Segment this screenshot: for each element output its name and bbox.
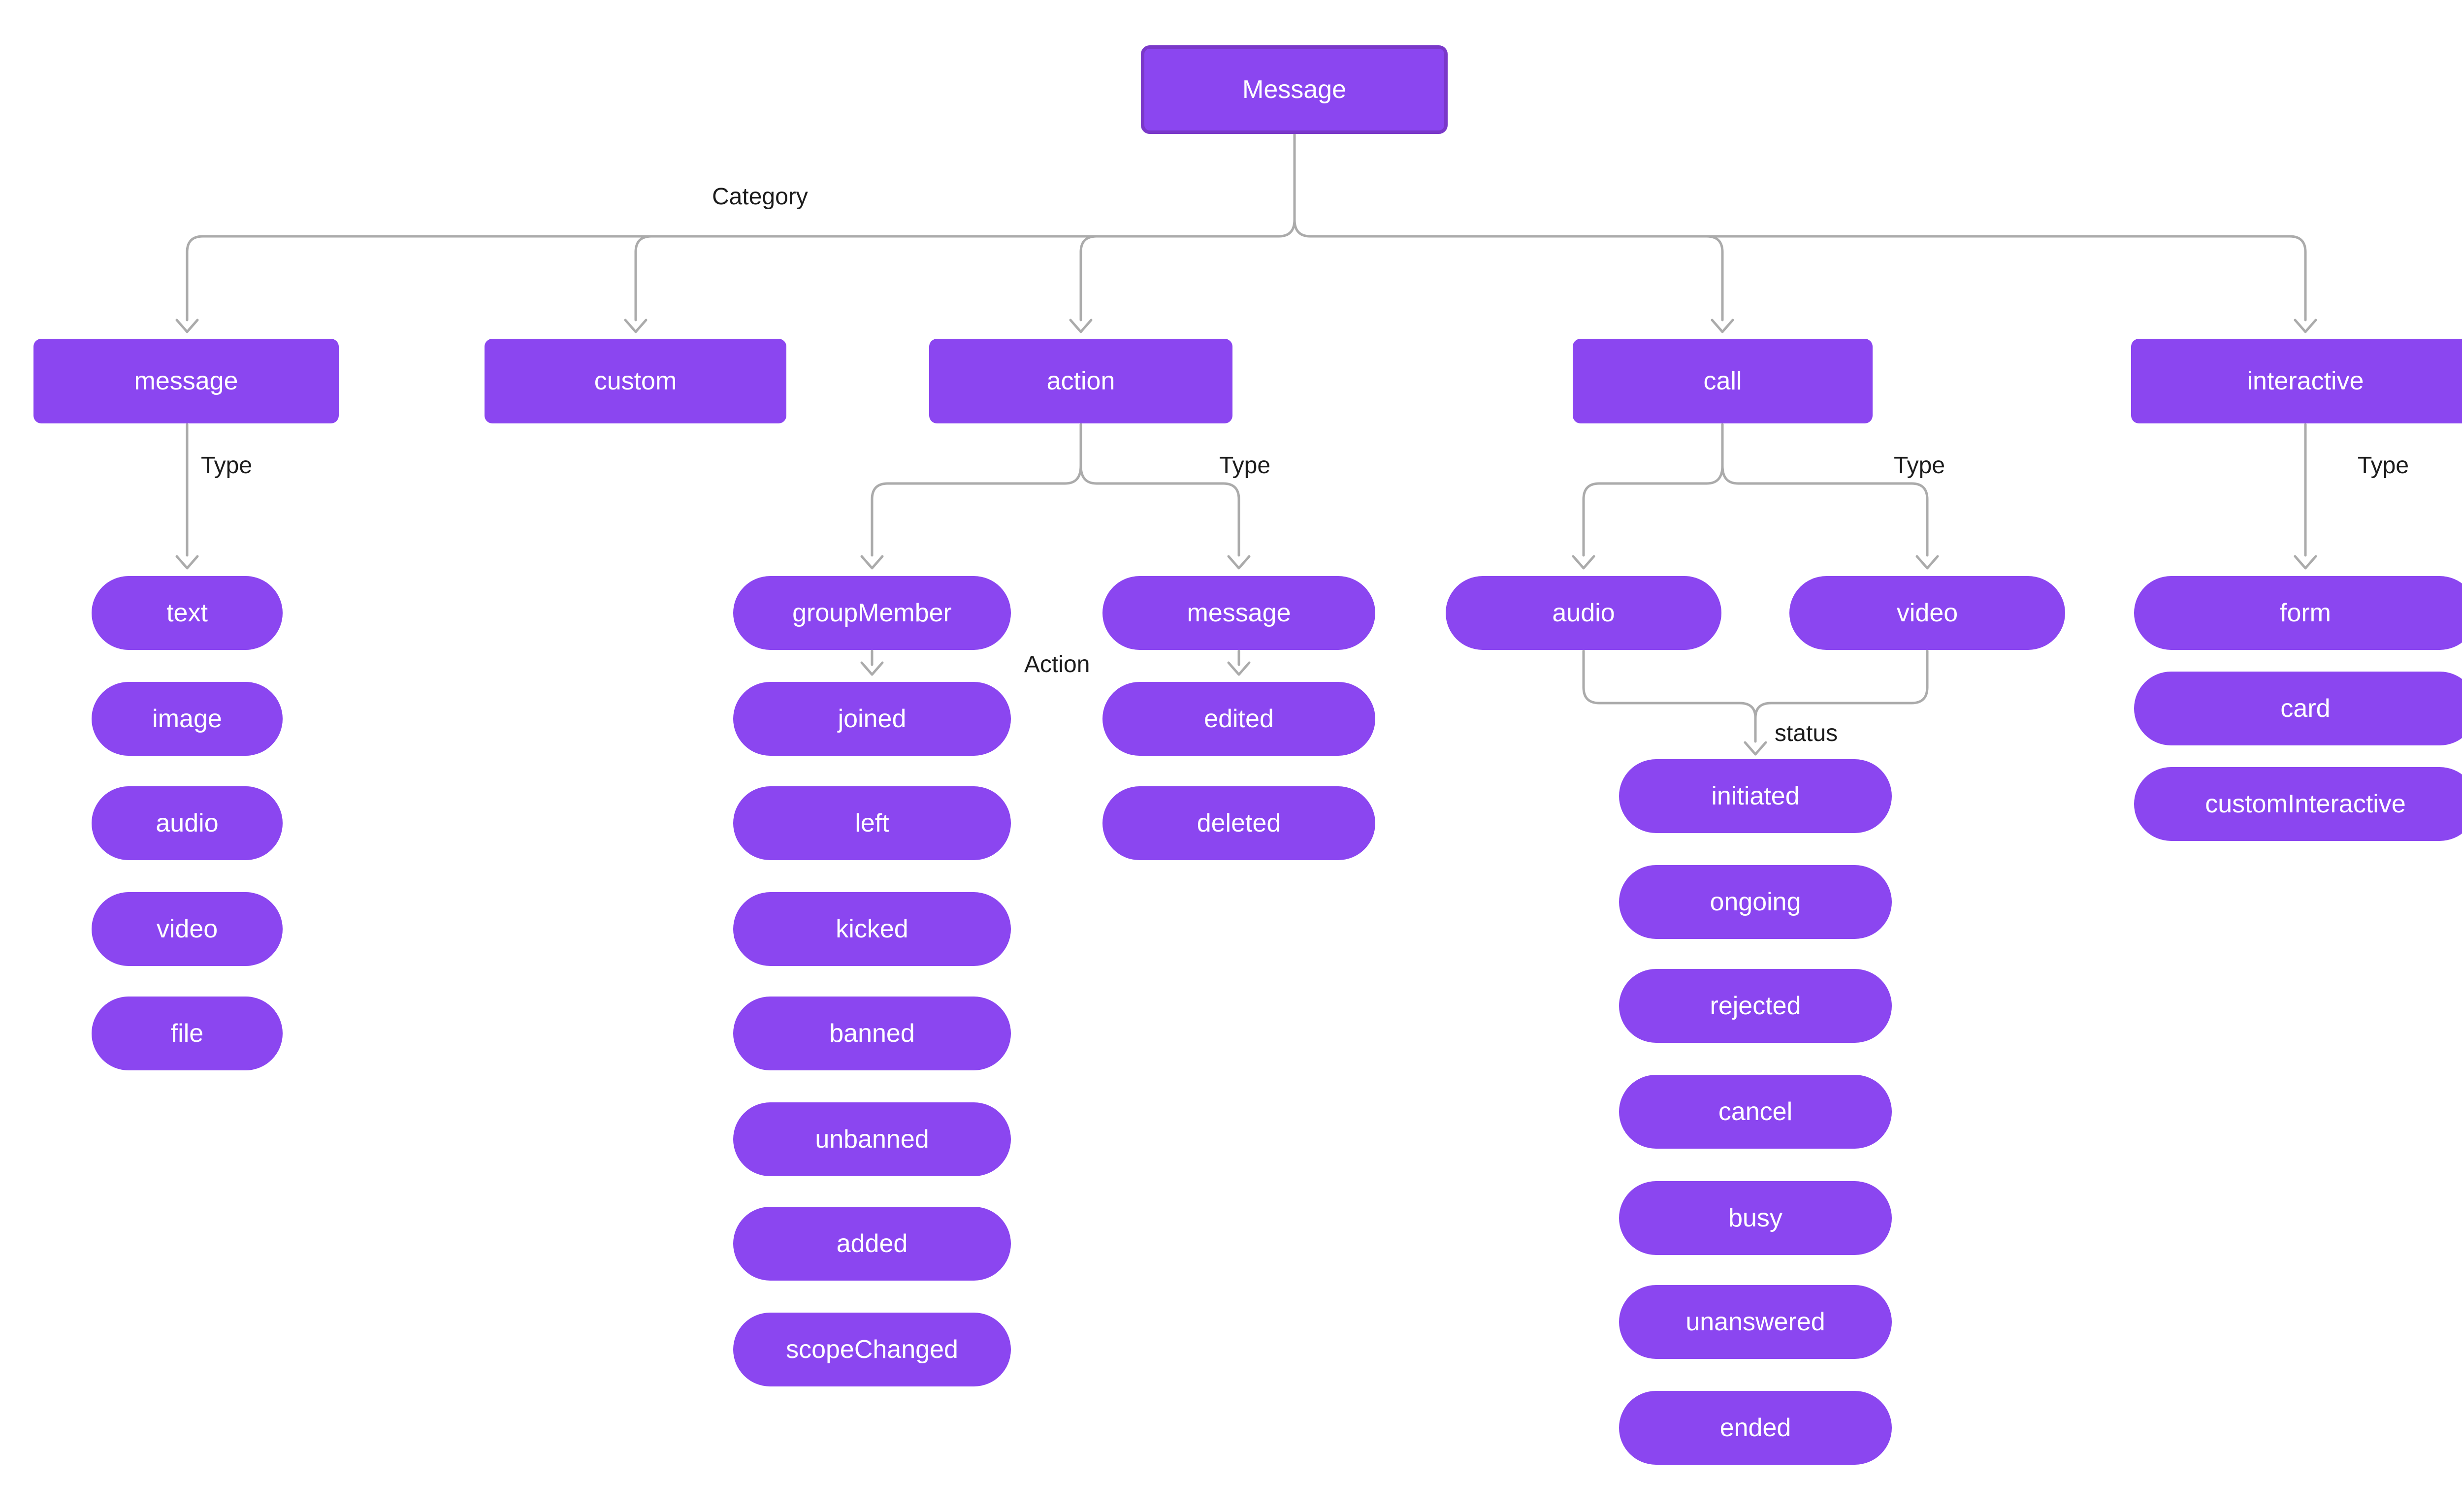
node-status-ended[interactable]: ended xyxy=(1619,1391,1892,1465)
node-type-file[interactable]: file xyxy=(92,997,283,1070)
node-type-audio[interactable]: audio xyxy=(92,786,283,860)
node-gm-unbanned[interactable]: unbanned xyxy=(733,1102,1011,1176)
node-type-video[interactable]: video xyxy=(92,892,283,966)
arrowhead-status xyxy=(1744,741,1767,756)
node-gm-left[interactable]: left xyxy=(733,786,1011,860)
arrowhead-category-interactive xyxy=(2294,319,2317,333)
edge-label-type-action: Type xyxy=(1219,452,1271,479)
node-action-groupmember[interactable]: groupMember xyxy=(733,576,1011,650)
edge-drop-action xyxy=(1079,235,1098,322)
arrowhead-groupmember xyxy=(860,555,884,570)
arrowhead-message-type xyxy=(175,555,199,570)
arrowhead-category-call xyxy=(1711,319,1734,333)
node-action-message[interactable]: message xyxy=(1102,576,1375,650)
node-interactive-form[interactable]: form xyxy=(2134,576,2462,650)
node-ma-edited[interactable]: edited xyxy=(1102,682,1375,756)
edge-call-to-video xyxy=(1721,464,1929,557)
arrowhead-category-custom xyxy=(624,319,648,333)
edge-action-to-groupmember xyxy=(871,464,1082,557)
node-status-rejected[interactable]: rejected xyxy=(1619,969,1892,1043)
edge-root-merge-right xyxy=(1293,218,1312,238)
node-call-audio[interactable]: audio xyxy=(1446,576,1721,650)
edge-label-status: status xyxy=(1775,720,1838,746)
edge-label-type-message: Type xyxy=(201,452,253,479)
node-type-image[interactable]: image xyxy=(92,682,283,756)
edge-label-type-call: Type xyxy=(1894,452,1945,479)
edge-action-to-message xyxy=(1079,464,1240,557)
edge-call-to-audio xyxy=(1582,464,1724,557)
node-status-initiated[interactable]: initiated xyxy=(1619,759,1892,833)
arrowhead-category-message xyxy=(175,319,199,333)
arrowhead-interactive-type xyxy=(2294,555,2317,570)
node-message-root[interactable]: Message xyxy=(1141,45,1448,134)
edge-spine-left xyxy=(186,235,1280,322)
edge-audio-merge xyxy=(1582,649,1757,719)
node-gm-kicked[interactable]: kicked xyxy=(733,892,1011,966)
edge-label-action: Action xyxy=(1024,651,1090,677)
node-ma-deleted[interactable]: deleted xyxy=(1102,786,1375,860)
node-status-cancel[interactable]: cancel xyxy=(1619,1075,1892,1149)
node-category-message[interactable]: message xyxy=(33,339,339,423)
arrowhead-action-message xyxy=(1227,555,1251,570)
node-call-video[interactable]: video xyxy=(1789,576,2065,650)
node-category-interactive[interactable]: interactive xyxy=(2131,339,2462,423)
node-interactive-card[interactable]: card xyxy=(2134,672,2462,745)
node-gm-scopechanged[interactable]: scopeChanged xyxy=(733,1313,1011,1386)
node-gm-joined[interactable]: joined xyxy=(733,682,1011,756)
arrowhead-audio xyxy=(1572,555,1595,570)
node-category-call[interactable]: call xyxy=(1573,339,1873,423)
arrowhead-edited xyxy=(1227,661,1251,676)
edge-drop-call xyxy=(1705,235,1724,322)
edge-drop-custom xyxy=(634,235,653,322)
node-gm-banned[interactable]: banned xyxy=(733,997,1011,1070)
node-status-unanswered[interactable]: unanswered xyxy=(1619,1285,1892,1359)
edge-root-merge-left xyxy=(1277,218,1296,238)
node-category-custom[interactable]: custom xyxy=(485,339,786,423)
node-gm-added[interactable]: added xyxy=(733,1207,1011,1281)
edge-label-category: Category xyxy=(712,184,808,210)
node-category-action[interactable]: action xyxy=(929,339,1232,423)
node-interactive-custominteractive[interactable]: customInteractive xyxy=(2134,767,2462,841)
node-type-text[interactable]: text xyxy=(92,576,283,650)
arrowhead-joined xyxy=(860,661,884,676)
arrowhead-category-action xyxy=(1069,319,1093,333)
edge-spine-right xyxy=(1309,235,2307,322)
node-status-ongoing[interactable]: ongoing xyxy=(1619,865,1892,939)
node-status-busy[interactable]: busy xyxy=(1619,1181,1892,1255)
edge-video-merge xyxy=(1754,649,1929,719)
arrowhead-video xyxy=(1915,555,1939,570)
edge-label-type-interactive: Type xyxy=(2358,452,2409,479)
